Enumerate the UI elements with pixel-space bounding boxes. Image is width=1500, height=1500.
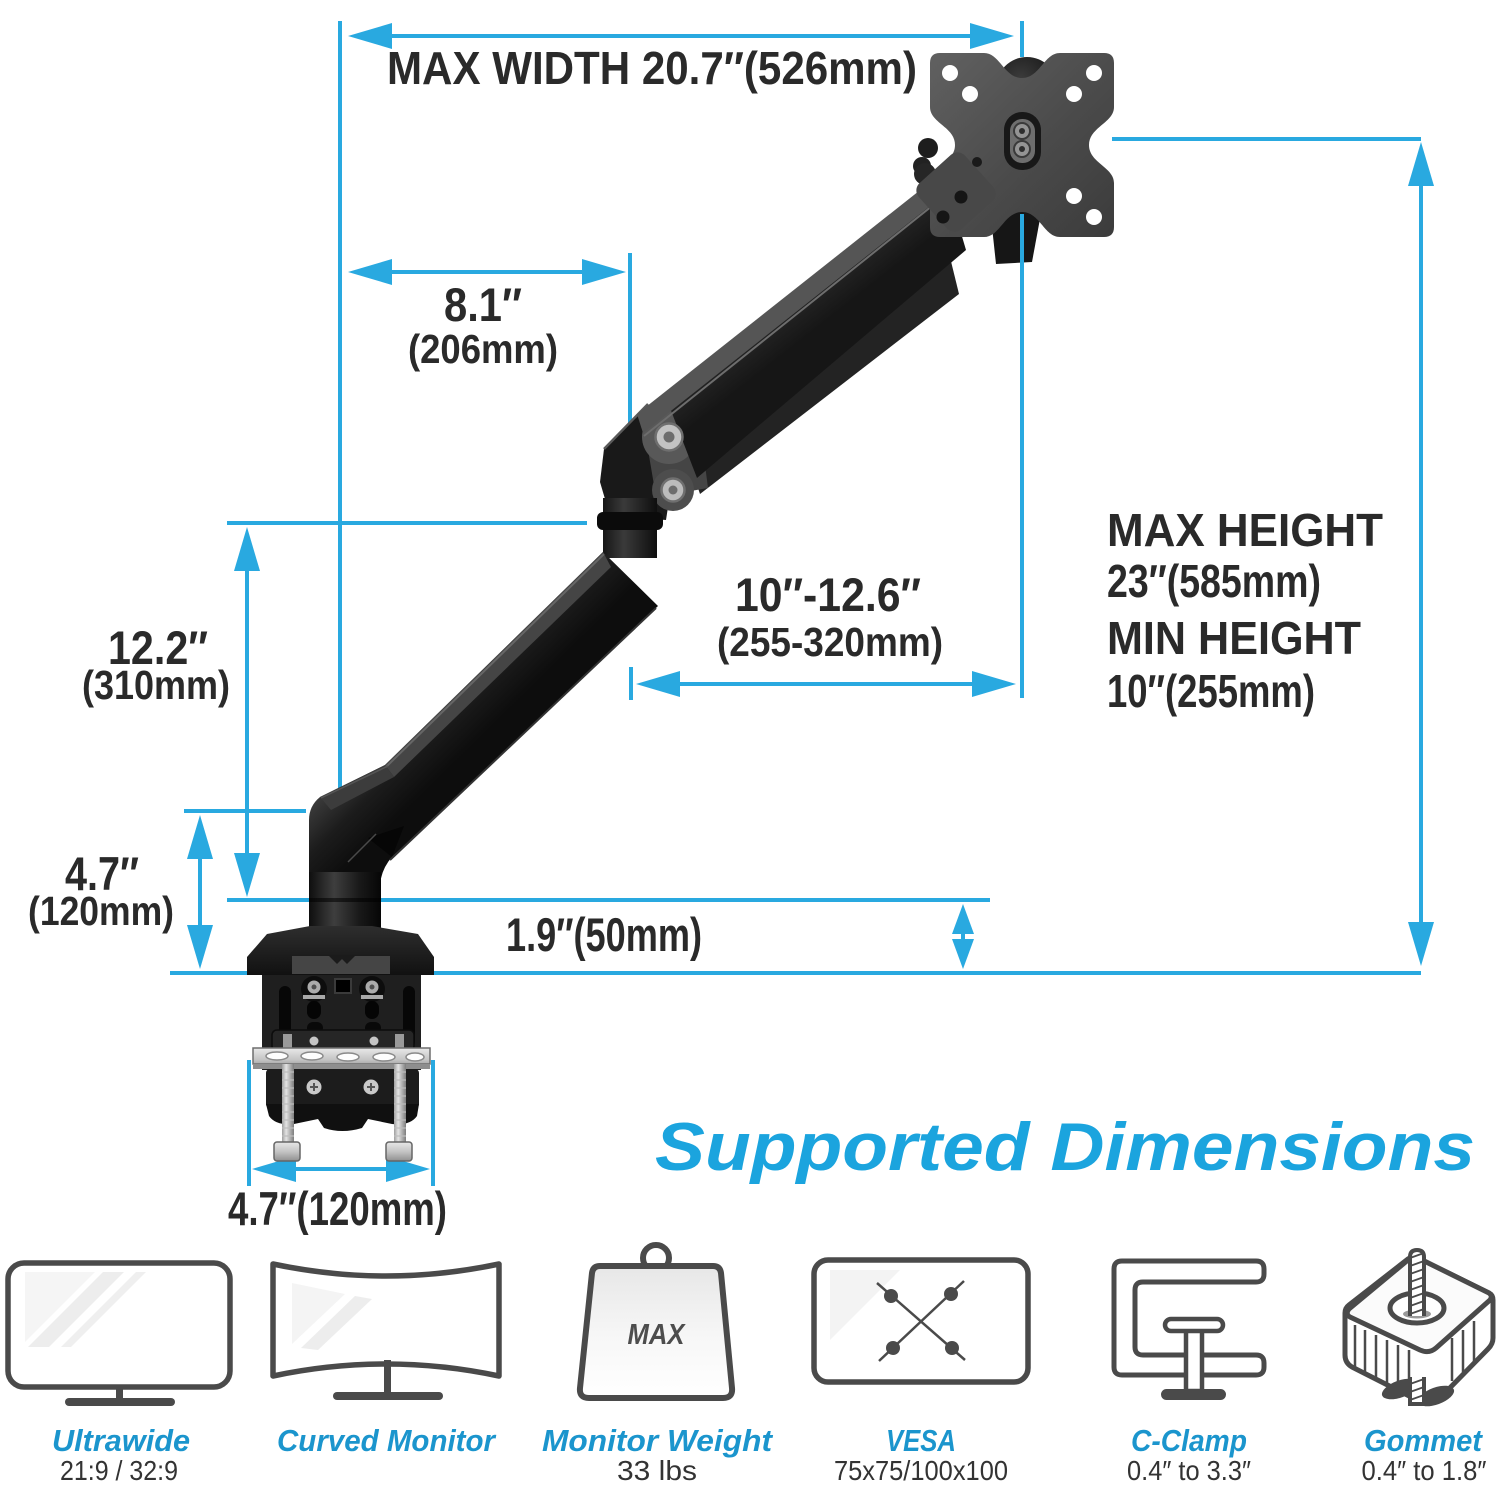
svg-text:10″-12.6″: 10″-12.6″ <box>735 568 921 621</box>
svg-text:MIN HEIGHT: MIN HEIGHT <box>1107 612 1361 664</box>
svg-text:Curved Monitor: Curved Monitor <box>277 1423 497 1458</box>
svg-text:0.4″ to 1.8″: 0.4″ to 1.8″ <box>1362 1455 1487 1486</box>
svg-text:21:9 / 32:9: 21:9 / 32:9 <box>60 1455 178 1486</box>
svg-text:1.9″(50mm): 1.9″(50mm) <box>506 908 702 961</box>
svg-text:12.2″: 12.2″ <box>108 621 208 674</box>
svg-text:Monitor Weight: Monitor Weight <box>542 1423 774 1458</box>
svg-text:MAX WIDTH 20.7″(526mm): MAX WIDTH 20.7″(526mm) <box>387 42 917 94</box>
svg-text:C-Clamp: C-Clamp <box>1131 1423 1247 1458</box>
svg-text:10″(255mm): 10″(255mm) <box>1107 665 1315 717</box>
svg-text:MAX: MAX <box>628 1319 686 1351</box>
svg-text:0.4″ to 3.3″: 0.4″ to 3.3″ <box>1127 1455 1251 1486</box>
svg-text:4.7″(120mm): 4.7″(120mm) <box>228 1182 447 1235</box>
svg-text:75x75/100x100: 75x75/100x100 <box>834 1455 1008 1486</box>
svg-text:(120mm): (120mm) <box>28 888 174 934</box>
svg-text:4.7″: 4.7″ <box>65 847 139 900</box>
svg-text:Gommet: Gommet <box>1364 1423 1484 1458</box>
svg-text:(255-320mm): (255-320mm) <box>717 619 943 665</box>
svg-text:Ultrawide: Ultrawide <box>52 1423 190 1458</box>
svg-text:8.1″: 8.1″ <box>444 278 522 331</box>
svg-text:VESA: VESA <box>886 1423 956 1458</box>
svg-text:(206mm): (206mm) <box>408 326 558 372</box>
svg-text:MAX HEIGHT: MAX HEIGHT <box>1107 504 1383 556</box>
svg-text:33 lbs: 33 lbs <box>617 1455 697 1486</box>
svg-text:(310mm): (310mm) <box>82 662 230 708</box>
svg-text:Supported Dimensions: Supported Dimensions <box>655 1109 1475 1185</box>
svg-text:23″(585mm): 23″(585mm) <box>1107 555 1321 607</box>
